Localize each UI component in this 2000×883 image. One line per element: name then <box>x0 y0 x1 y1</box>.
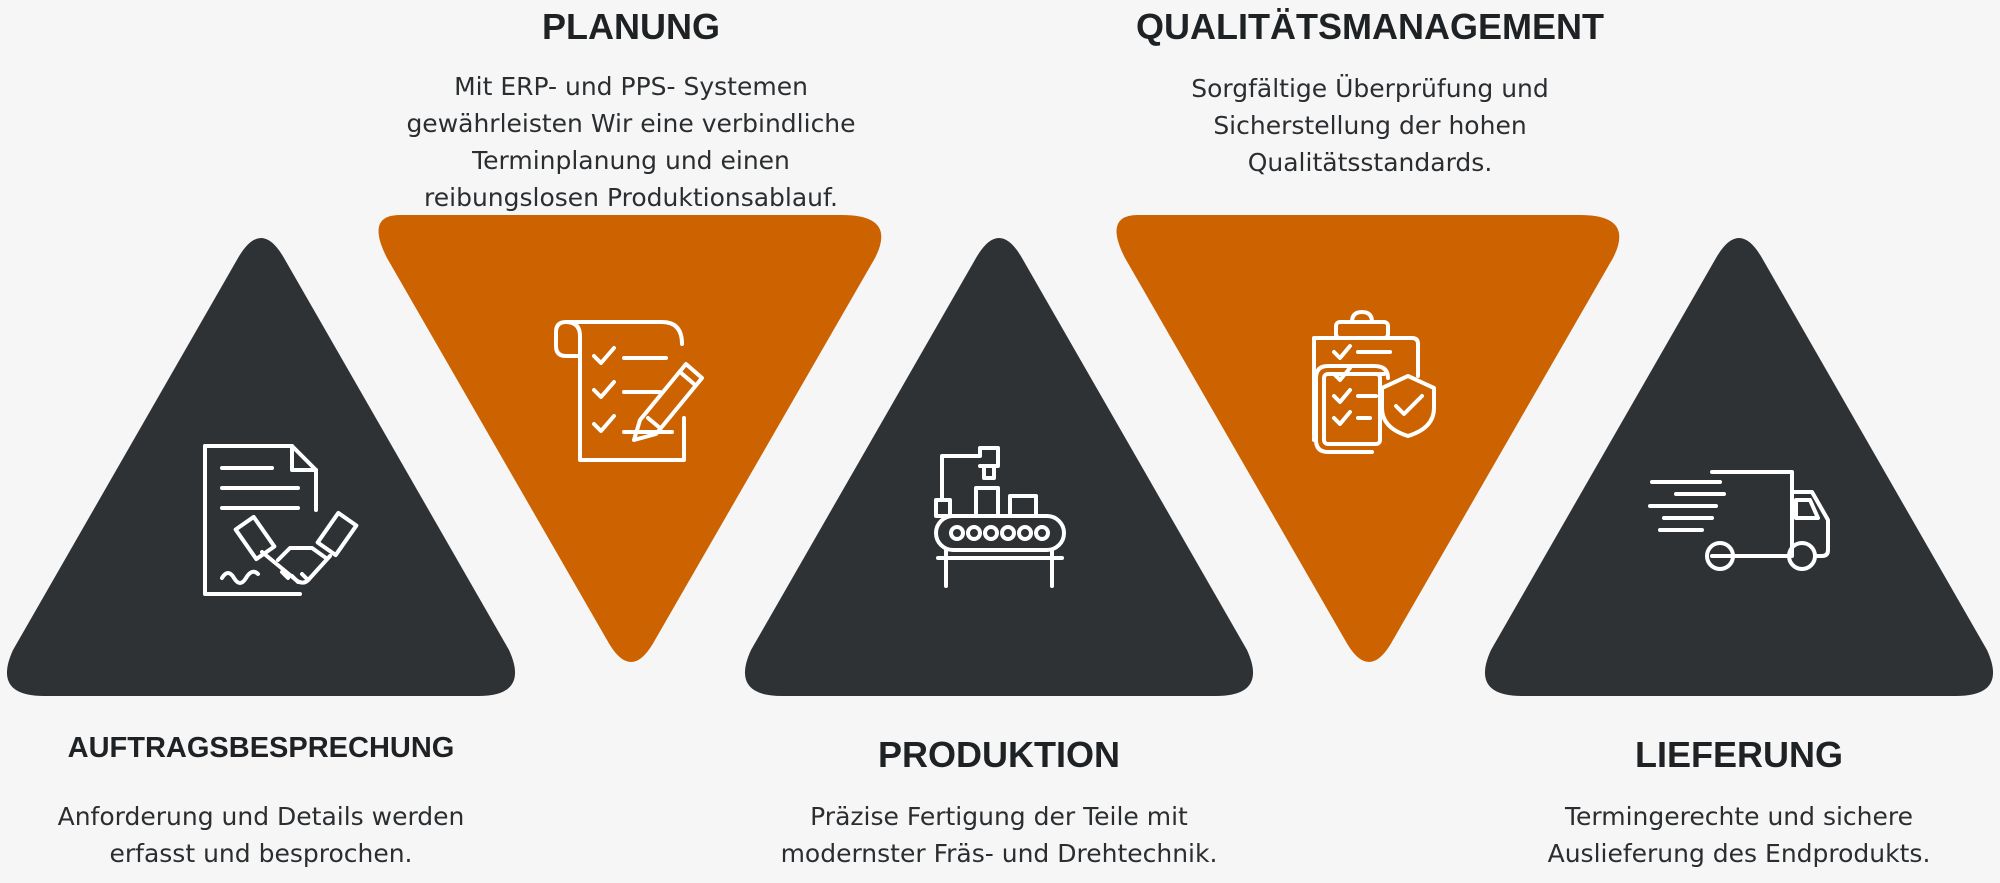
title-qualitaetsmanagement: QUALITÄTSMANAGEMENT <box>1136 6 1604 47</box>
text-planung: Mit ERP- und PPS- Systemen gewährleisten… <box>406 72 856 212</box>
text-qualitaetsmanagement: Sorgfältige Überprüfung und Sicherstellu… <box>1191 74 1549 177</box>
title-auftragsbesprechung: AUFTRAGSBESPRECHUNG <box>67 732 455 764</box>
title-planung: PLANUNG <box>542 6 720 47</box>
contract-handshake-icon <box>203 444 359 596</box>
checklist-pencil-icon <box>554 320 704 462</box>
triangle-qualitaetsmanagement <box>1116 215 1620 662</box>
title-lieferung: LIEFERUNG <box>1634 734 1844 775</box>
text-auftragsbesprechung: Anforderung und Details werden erfasst u… <box>57 802 465 868</box>
triangle-planung <box>378 215 882 662</box>
triangle-lieferung <box>1484 238 1994 696</box>
text-produktion: Präzise Fertigung der Teile mit modernst… <box>780 802 1218 868</box>
conveyor-robot-icon <box>934 446 1066 588</box>
clipboard-shield-icon <box>1312 310 1436 454</box>
title-produktion: PRODUKTION <box>878 734 1120 775</box>
delivery-truck-icon <box>1648 470 1830 571</box>
text-lieferung: Termingerechte und sichere Auslieferung … <box>1547 802 1931 868</box>
